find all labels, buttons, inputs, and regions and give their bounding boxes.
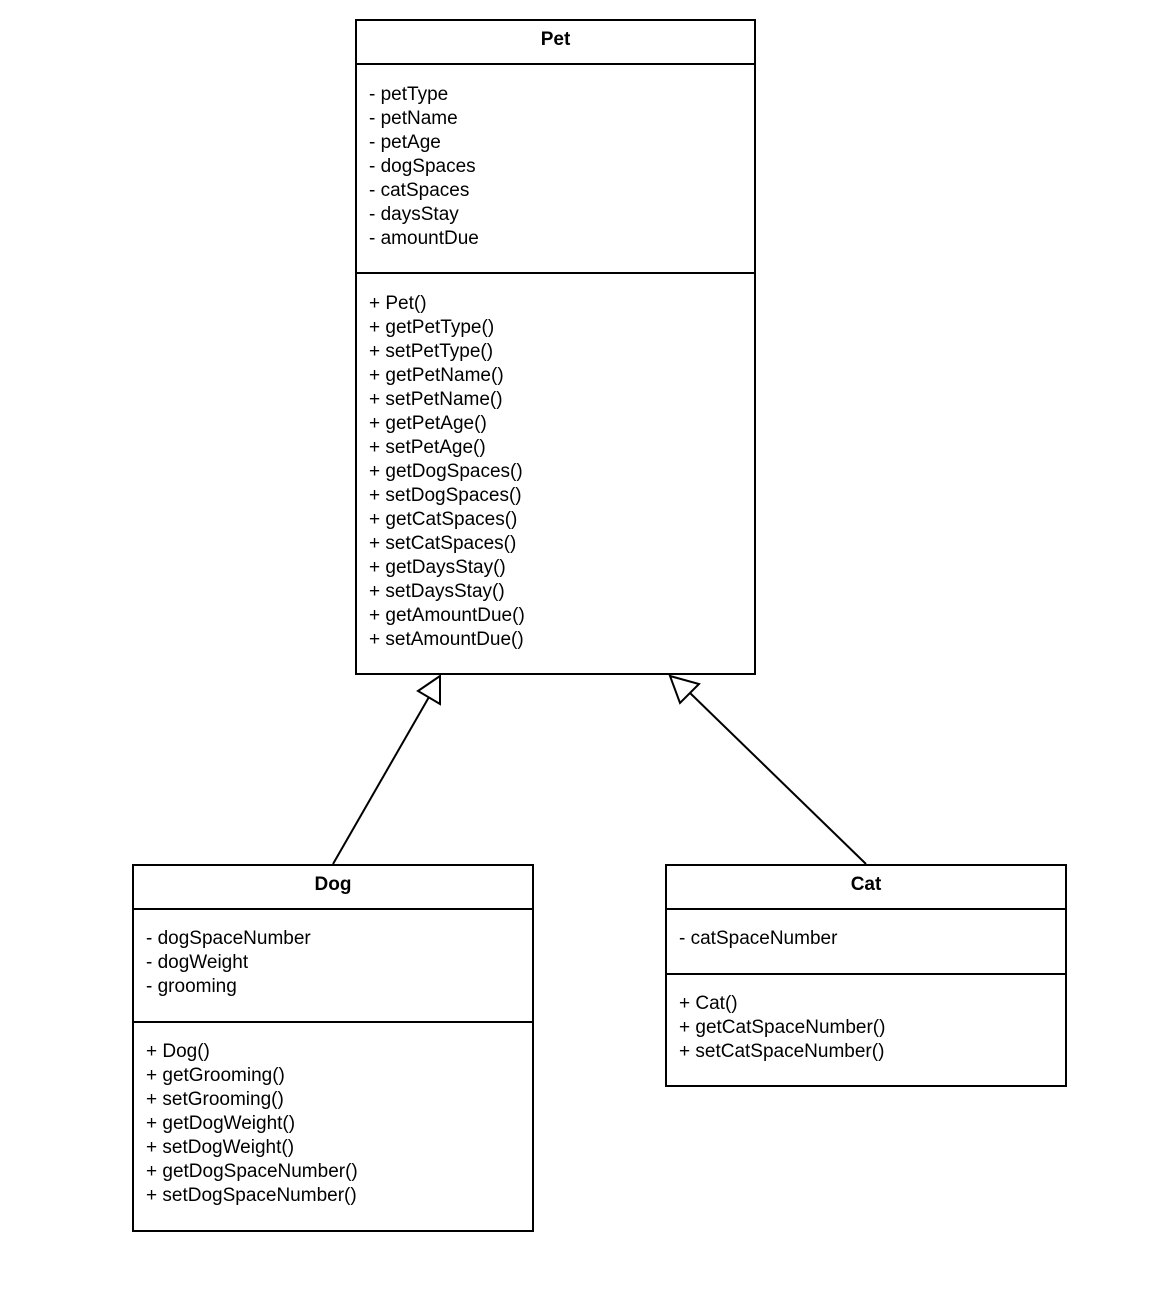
dog-operation: + Dog() <box>146 1041 210 1062</box>
pet-operation: + setPetName() <box>369 389 503 410</box>
pet-operation: + getPetName() <box>369 365 504 386</box>
pet-attribute: - petAge <box>369 132 441 153</box>
dog-operation: + getDogSpaceNumber() <box>146 1161 358 1182</box>
cat-generalization <box>668 674 867 865</box>
dog-attribute: - dogWeight <box>146 952 249 973</box>
cat-operation: + getCatSpaceNumber() <box>679 1017 886 1038</box>
dog-operations: + Dog() + getGrooming() + setGrooming() + g… <box>134 1023 532 1208</box>
dog-attributes: - dogSpaceNumber - dogWeight - grooming <box>134 910 532 1023</box>
pet-operation: + setDaysStay() <box>369 581 505 602</box>
cat-operation: + setCatSpaceNumber() <box>679 1041 885 1062</box>
cat-to-pet-line <box>688 691 867 865</box>
dog-attribute: - dogSpaceNumber <box>146 928 311 949</box>
pet-attributes: - petType - petName - petAge - dogSpaces - c… <box>357 65 754 274</box>
pet-operation: + setDogSpaces() <box>369 485 522 506</box>
dog-to-pet-line <box>332 696 430 865</box>
pet-operation: + setPetAge() <box>369 437 486 458</box>
pet-operation: + setPetType() <box>369 341 494 362</box>
cat-generalization-arrowhead <box>668 674 701 705</box>
dog-generalization <box>332 674 441 865</box>
dog-class-box[interactable]: Dog - dogSpaceNumber - dogWeight - groomin… <box>132 864 534 1232</box>
cat-attribute: - catSpaceNumber <box>679 928 838 949</box>
pet-operation: + setCatSpaces() <box>369 533 517 554</box>
pet-operation: + getDaysStay() <box>369 557 506 578</box>
dog-attribute: - grooming <box>146 976 237 997</box>
pet-attribute: - amountDue <box>369 228 479 249</box>
pet-attribute: - catSpaces <box>369 180 470 201</box>
pet-operation: + setAmountDue() <box>369 629 524 650</box>
dog-class-name: Dog <box>134 866 532 910</box>
cat-class-name: Cat <box>667 866 1065 910</box>
pet-operation: + Pet() <box>369 293 427 314</box>
cat-attributes: - catSpaceNumber <box>667 910 1065 975</box>
pet-attribute: - dogSpaces <box>369 156 476 177</box>
dog-operation: + setDogSpaceNumber() <box>146 1185 357 1206</box>
pet-attribute: - petName <box>369 108 458 129</box>
cat-operation: + Cat() <box>679 993 738 1014</box>
pet-operation: + getAmountDue() <box>369 605 525 626</box>
dog-generalization-arrowhead <box>416 674 441 706</box>
pet-class-box[interactable]: Pet - petType - petName - petAge - dogSpace… <box>355 19 756 675</box>
dog-operation: + setGrooming() <box>146 1089 284 1110</box>
pet-operation: + getDogSpaces() <box>369 461 523 482</box>
pet-operations: + Pet() + getPetType() + setPetType() + get… <box>357 274 754 652</box>
pet-attribute: - daysStay <box>369 204 459 225</box>
pet-operation: + getCatSpaces() <box>369 509 518 530</box>
dog-operation: + setDogWeight() <box>146 1137 295 1158</box>
pet-class-name: Pet <box>357 21 754 65</box>
dog-operation: + getDogWeight() <box>146 1113 296 1134</box>
pet-operation: + getPetType() <box>369 317 495 338</box>
dog-operation: + getGrooming() <box>146 1065 285 1086</box>
cat-class-box[interactable]: Cat - catSpaceNumber + Cat() + getCatSpac… <box>665 864 1067 1087</box>
pet-operation: + getPetAge() <box>369 413 487 434</box>
cat-operations: + Cat() + getCatSpaceNumber() + setCatSpac… <box>667 975 1065 1064</box>
pet-attribute: - petType <box>369 84 449 105</box>
